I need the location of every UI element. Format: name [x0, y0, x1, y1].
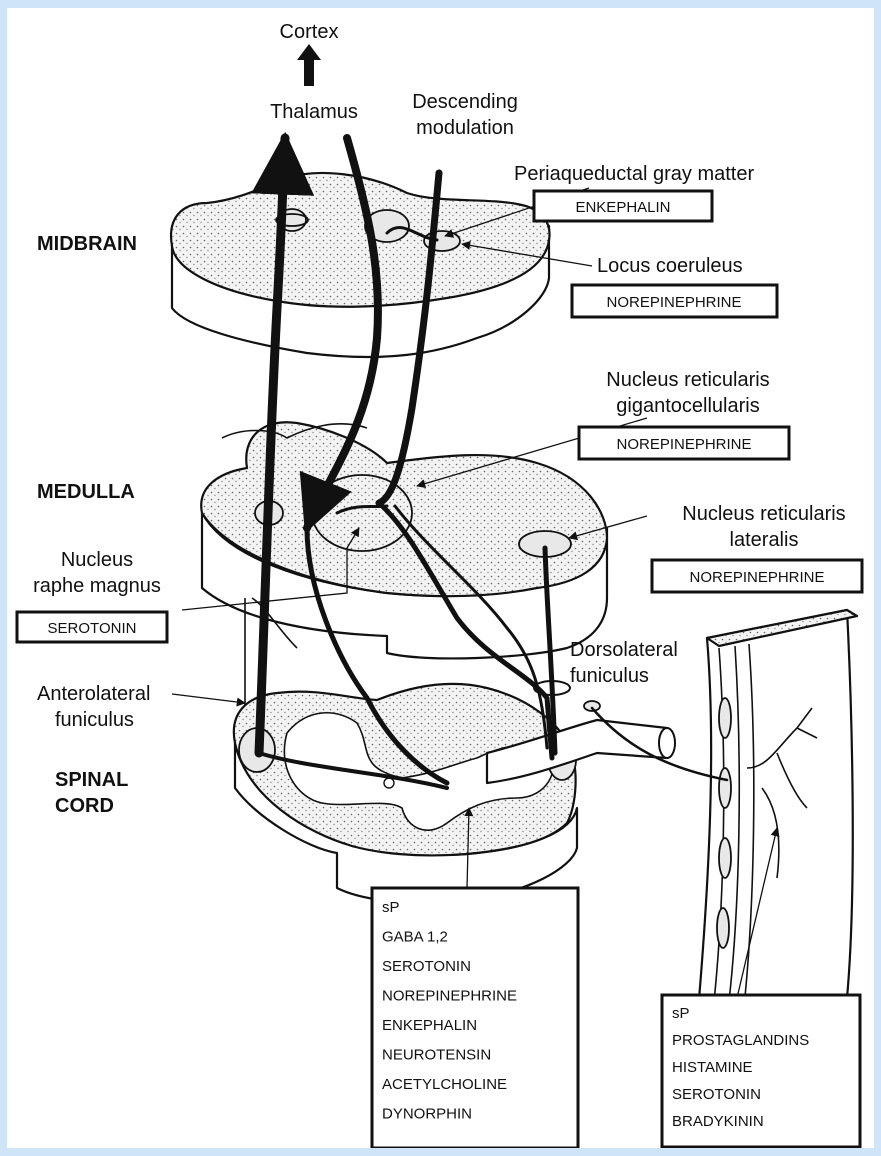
dorsolateral-label-line1: Dorsolateral — [570, 639, 678, 661]
list-item: ENKEPHALIN — [382, 1017, 477, 1034]
descending-label-line1: Descending — [412, 91, 518, 113]
raphe-label-line1: Nucleus — [61, 549, 133, 571]
descending-label-line2: modulation — [416, 117, 514, 139]
list-item: DYNORPHIN — [382, 1106, 472, 1123]
list-item: NEUROTENSIN — [382, 1047, 491, 1064]
dorsolateral-label-line2: funiculus — [570, 665, 649, 687]
section-spinal-line2: CORD — [55, 795, 114, 817]
list-item: sP — [382, 899, 400, 916]
nrl-label-line2: lateralis — [730, 529, 799, 551]
list-item: SEROTONIN — [382, 958, 471, 975]
nrg-box-text: NOREPINEPHRINE — [616, 436, 751, 453]
arrow-to-cortex-icon — [297, 44, 321, 86]
list-item: NOREPINEPHRINE — [382, 988, 517, 1005]
pag-label: Periaqueductal gray matter — [514, 163, 754, 185]
list-item: PROSTAGLANDINS — [672, 1032, 809, 1049]
locus-label: Locus coeruleus — [597, 255, 743, 277]
list-item: HISTAMINE — [672, 1059, 753, 1076]
anterolateral-label-line1: Anterolateral — [37, 683, 150, 705]
nrl-box-text: NOREPINEPHRINE — [689, 569, 824, 586]
list-item: sP — [672, 1005, 690, 1022]
section-spinal-line1: SPINAL — [55, 769, 128, 791]
nrg-label-line1: Nucleus reticularis — [606, 369, 769, 391]
skin-tissue — [697, 610, 857, 1023]
pain-pathway-diagram: Cortex Thalamus Descending modulation MI… — [7, 8, 874, 1148]
anterolateral-label-line2: funiculus — [55, 709, 134, 731]
list-item: GABA 1,2 — [382, 929, 448, 946]
raphe-box-text: SEROTONIN — [48, 620, 137, 637]
list-item: ACETYLCHOLINE — [382, 1076, 507, 1093]
list-item: SEROTONIN — [672, 1086, 761, 1103]
pag-box-text: ENKEPHALIN — [575, 199, 670, 216]
cortex-label: Cortex — [280, 21, 339, 43]
spinal-cord-slab — [234, 684, 577, 903]
locus-box-text: NOREPINEPHRINE — [606, 294, 741, 311]
section-medulla: MEDULLA — [37, 481, 135, 503]
nrg-label-line2: gigantocellularis — [616, 395, 759, 417]
raphe-label-line2: raphe magnus — [33, 575, 161, 597]
nrl-label-line1: Nucleus reticularis — [682, 503, 845, 525]
section-midbrain: MIDBRAIN — [37, 233, 137, 255]
diagram-panel: Cortex Thalamus Descending modulation MI… — [7, 8, 874, 1148]
list-item: BRADYKININ — [672, 1113, 764, 1130]
thalamus-label: Thalamus — [270, 101, 358, 123]
